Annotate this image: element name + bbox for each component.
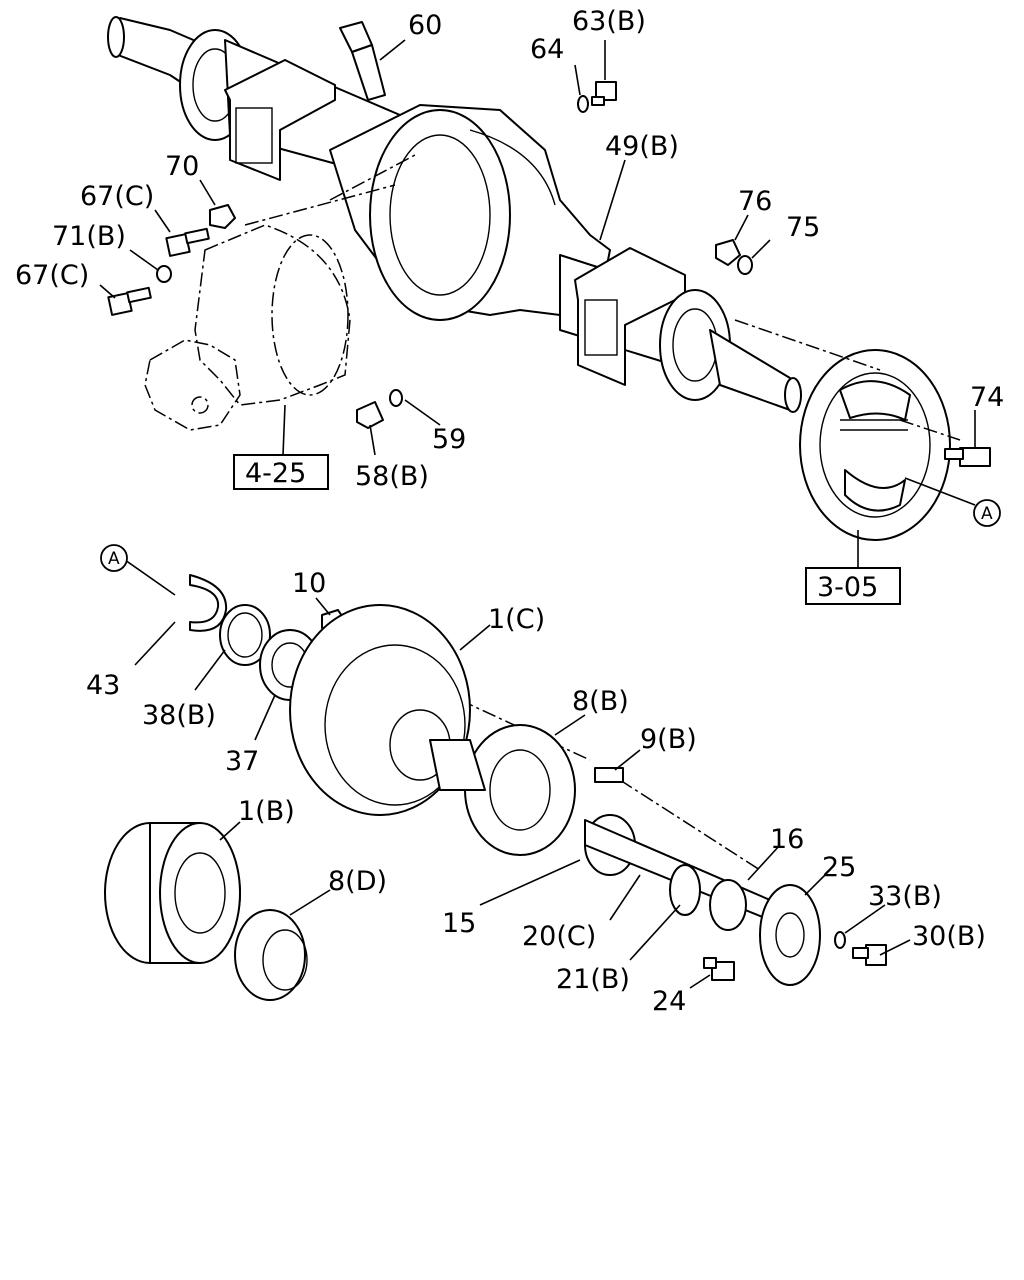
label-10: 10 (292, 568, 326, 599)
reference-boxes: 4-25 3-05 (233, 454, 901, 605)
part-labels: 60 63(B) 64 49(B) 70 67(C) 71(B) 67(C) 7… (15, 6, 1004, 1017)
label-76: 76 (738, 186, 772, 217)
axle-housing (107, 16, 802, 413)
label-49b: 49(B) (605, 131, 679, 162)
ref-box-4-25 (233, 454, 329, 490)
label-59: 59 (432, 424, 466, 455)
label-67c-top: 67(C) (80, 181, 154, 212)
marker-a-right (973, 499, 1001, 527)
marker-a-right-text: A (981, 504, 993, 524)
label-67c-bottom: 67(C) (15, 260, 89, 291)
label-38b: 38(B) (142, 700, 216, 731)
label-63b: 63(B) (572, 6, 646, 37)
label-16: 16 (770, 824, 804, 855)
label-33b: 33(B) (868, 881, 942, 912)
connection-markers: A A (100, 499, 1001, 572)
label-21b: 21(B) (556, 964, 630, 995)
ref-label-4-25: 4-25 (245, 458, 306, 489)
marker-a-left-text: A (108, 549, 120, 569)
label-8b: 8(B) (572, 686, 629, 717)
brake-assembly (799, 349, 951, 568)
label-8d: 8(D) (328, 866, 387, 897)
label-70: 70 (165, 151, 199, 182)
upper-fasteners (107, 21, 991, 467)
alt-drum-assembly (104, 822, 308, 1001)
leader-lines (99, 39, 976, 989)
label-75: 75 (786, 212, 820, 243)
label-20c: 20(C) (522, 921, 596, 952)
label-64: 64 (530, 34, 564, 65)
label-9b: 9(B) (640, 724, 697, 755)
differential-carrier (144, 224, 351, 456)
ref-label-3-05: 3-05 (817, 572, 878, 603)
label-37: 37 (225, 746, 259, 777)
label-25: 25 (822, 852, 856, 883)
label-60: 60 (408, 10, 442, 41)
label-15: 15 (442, 908, 476, 939)
label-58b: 58(B) (355, 461, 429, 492)
ref-box-3-05 (805, 567, 901, 605)
assembly-lines (244, 154, 961, 871)
hub-drum-assembly (189, 574, 887, 986)
label-1b: 1(B) (238, 796, 295, 827)
label-1c: 1(C) (488, 604, 545, 635)
marker-a-left (100, 544, 128, 572)
label-71b: 71(B) (52, 221, 126, 252)
label-43: 43 (86, 670, 120, 701)
label-24: 24 (652, 986, 686, 1017)
label-74: 74 (970, 382, 1004, 413)
label-30b: 30(B) (912, 921, 986, 952)
